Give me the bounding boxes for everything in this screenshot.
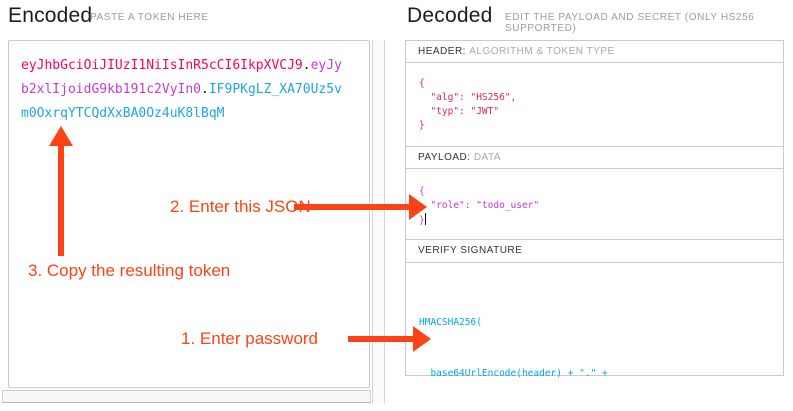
annotation-step1-text: 1. Enter password (181, 329, 319, 348)
token-payload-segment: eyJyb2xlIjoidG9kb191c2VyIn0 (21, 58, 342, 97)
panel-divider-scrollbar[interactable] (372, 40, 385, 404)
verify-signature-label-text: VERIFY SIGNATURE (418, 245, 523, 256)
annotation-step2-arrow-shaft (294, 204, 410, 210)
signature-code-line1: HMACSHA256( (419, 317, 482, 328)
encoded-panel-title: Encoded (8, 4, 93, 27)
header-json-editor[interactable]: { "alg": "HS256", "typ": "JWT" } (405, 62, 784, 147)
header-label-strong: HEADER: (418, 46, 466, 57)
payload-json-code: { "role": "todo_user" } (406, 169, 783, 228)
annotation-step3-text: 3. Copy the resulting token (28, 261, 231, 280)
header-label-rest: ALGORITHM & TOKEN TYPE (469, 46, 615, 57)
payload-label-rest: DATA (473, 152, 502, 163)
verify-signature-editor[interactable]: HMACSHA256( base64UrlEncode(header) + ".… (405, 262, 784, 379)
decoded-panel-subtitle: EDIT THE PAYLOAD AND SECRET (ONLY HS256 … (505, 12, 755, 34)
jwt-token-text: eyJhbGciOiJIUzI1NiIsInR5cCI6IkpXVCJ9.eyJ… (21, 54, 349, 126)
encoded-panel-subtitle: PASTE A TOKEN HERE (90, 12, 209, 23)
encoded-panel-footer (2, 390, 371, 403)
token-header-segment: eyJhbGciOiJIUzI1NiIsInR5cCI6IkpXVCJ9 (21, 58, 303, 73)
verify-signature-section-label: VERIFY SIGNATURE (405, 239, 784, 263)
annotation-step2-arrow-head-icon (409, 194, 427, 220)
annotation-step3-arrow-shaft (58, 144, 64, 256)
encoded-token-textarea[interactable]: eyJhbGciOiJIUzI1NiIsInR5cCI6IkpXVCJ9.eyJ… (8, 40, 370, 388)
payload-label-strong: PAYLOAD: (418, 152, 471, 163)
token-dot-separator: . (201, 82, 209, 97)
annotation-step3-arrow-head-icon (49, 126, 73, 146)
payload-json-editor[interactable]: { "role": "todo_user" } (405, 168, 784, 240)
annotation-step2-text: 2. Enter this JSON (170, 197, 311, 216)
token-signature-segment: IF9PKgLZ_XA70Uz5vm0OxrqYTCQdXxBA0Oz4uK8l… (21, 82, 342, 121)
payload-json-text: { "role": "todo_user" } (419, 186, 540, 226)
annotation-step1-arrow-head-icon (413, 326, 431, 352)
token-dot-separator: . (302, 58, 311, 73)
header-json-code: { "alg": "HS256", "typ": "JWT" } (419, 78, 517, 131)
annotation-step1-arrow-shaft (348, 336, 414, 342)
decoded-panel-title: Decoded (407, 4, 493, 27)
signature-code-line2: base64UrlEncode(header) + "." + (419, 368, 608, 379)
header-section-label: HEADER: ALGORITHM & TOKEN TYPE (405, 40, 784, 63)
payload-section-label: PAYLOAD: DATA (405, 146, 784, 169)
